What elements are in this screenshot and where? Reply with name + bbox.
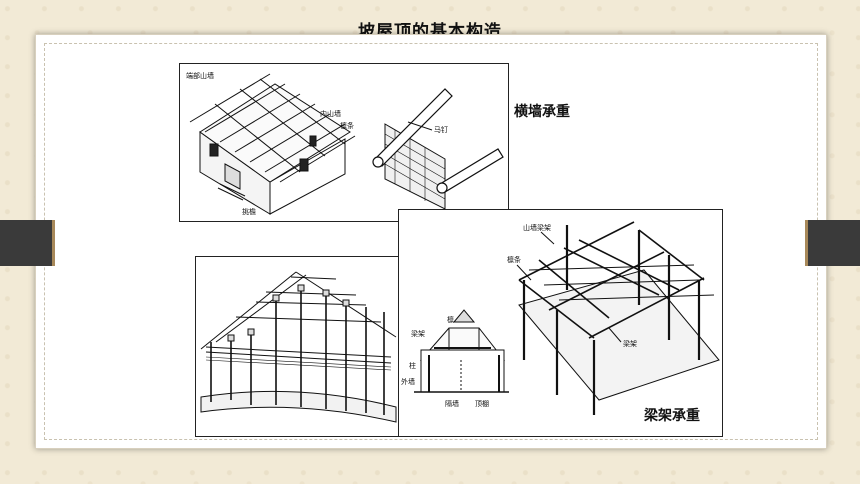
- caption-wall-bearing: 横墙承重: [514, 104, 570, 120]
- label-outer-wall: 外墙: [401, 377, 415, 386]
- label-inner-gable: 内山墙: [320, 109, 341, 118]
- beam-bearing-drawing: 山墙梁架 檩条 梁架 檩 梁架 柱 外墙 隔墙 顶棚: [401, 221, 720, 415]
- left-decor-tab: [0, 220, 55, 266]
- caption-beam-bearing: 梁架承重: [644, 408, 700, 424]
- timber-frame-drawing: [200, 271, 397, 423]
- label-beam-frame: 梁架: [623, 339, 637, 348]
- beam-bearing-illustration: 山墙梁架 檩条 梁架 檩 梁架 柱 外墙 隔墙 顶棚: [398, 209, 723, 437]
- label-ridge: 檩: [447, 315, 454, 324]
- right-decor-tab: [805, 220, 860, 266]
- label-gable: 端部山墙: [186, 71, 214, 80]
- label-purlin-2: 檩条: [507, 255, 521, 264]
- wall-bearing-drawing: 端部山墙 内山墙 檩条 马钉 挑檐: [186, 71, 504, 216]
- label-column: 柱: [409, 361, 416, 370]
- timber-frame-illustration: [195, 256, 400, 437]
- label-beam: 梁架: [411, 329, 425, 338]
- label-ceiling: 顶棚: [475, 399, 489, 408]
- label-nail: 马钉: [434, 125, 448, 134]
- wall-bearing-illustration: 端部山墙 内山墙 檩条 马钉 挑檐: [179, 63, 509, 222]
- label-partition: 隔墙: [445, 399, 459, 408]
- label-eaves: 挑檐: [242, 207, 256, 216]
- label-purlin-1: 檩条: [340, 121, 354, 130]
- label-gable-frame: 山墙梁架: [523, 223, 551, 232]
